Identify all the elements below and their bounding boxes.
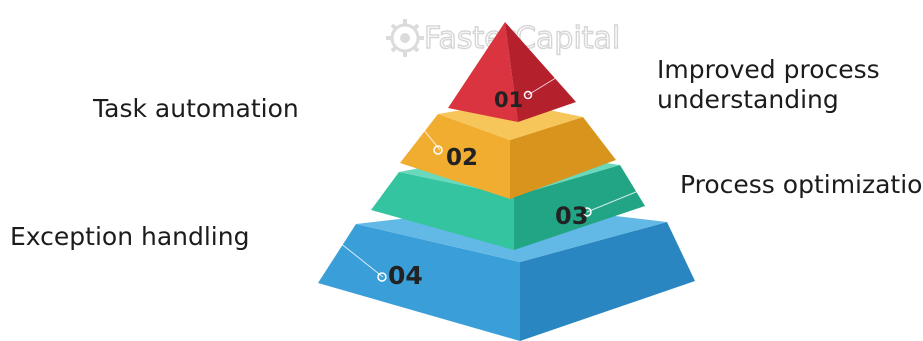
pyramid-tier-01	[448, 22, 586, 122]
label-line: Task automation	[93, 94, 299, 123]
label-line: Improved process	[657, 55, 880, 84]
level-number-02: 02	[446, 145, 478, 171]
level-number-04: 04	[388, 261, 423, 290]
watermark-gear-icon	[386, 19, 424, 57]
label-task-automation: Task automation	[93, 94, 299, 124]
label-line: Process optimization	[680, 170, 923, 199]
label-line: understanding	[657, 85, 839, 114]
label-process-optimization: Process optimization	[680, 170, 923, 200]
level-number-03: 03	[555, 202, 588, 230]
label-improved-process-understanding: Improved process understanding	[657, 55, 880, 115]
level-number-01: 01	[494, 88, 523, 112]
label-line: Exception handling	[10, 222, 250, 251]
label-exception-handling: Exception handling	[10, 222, 249, 252]
